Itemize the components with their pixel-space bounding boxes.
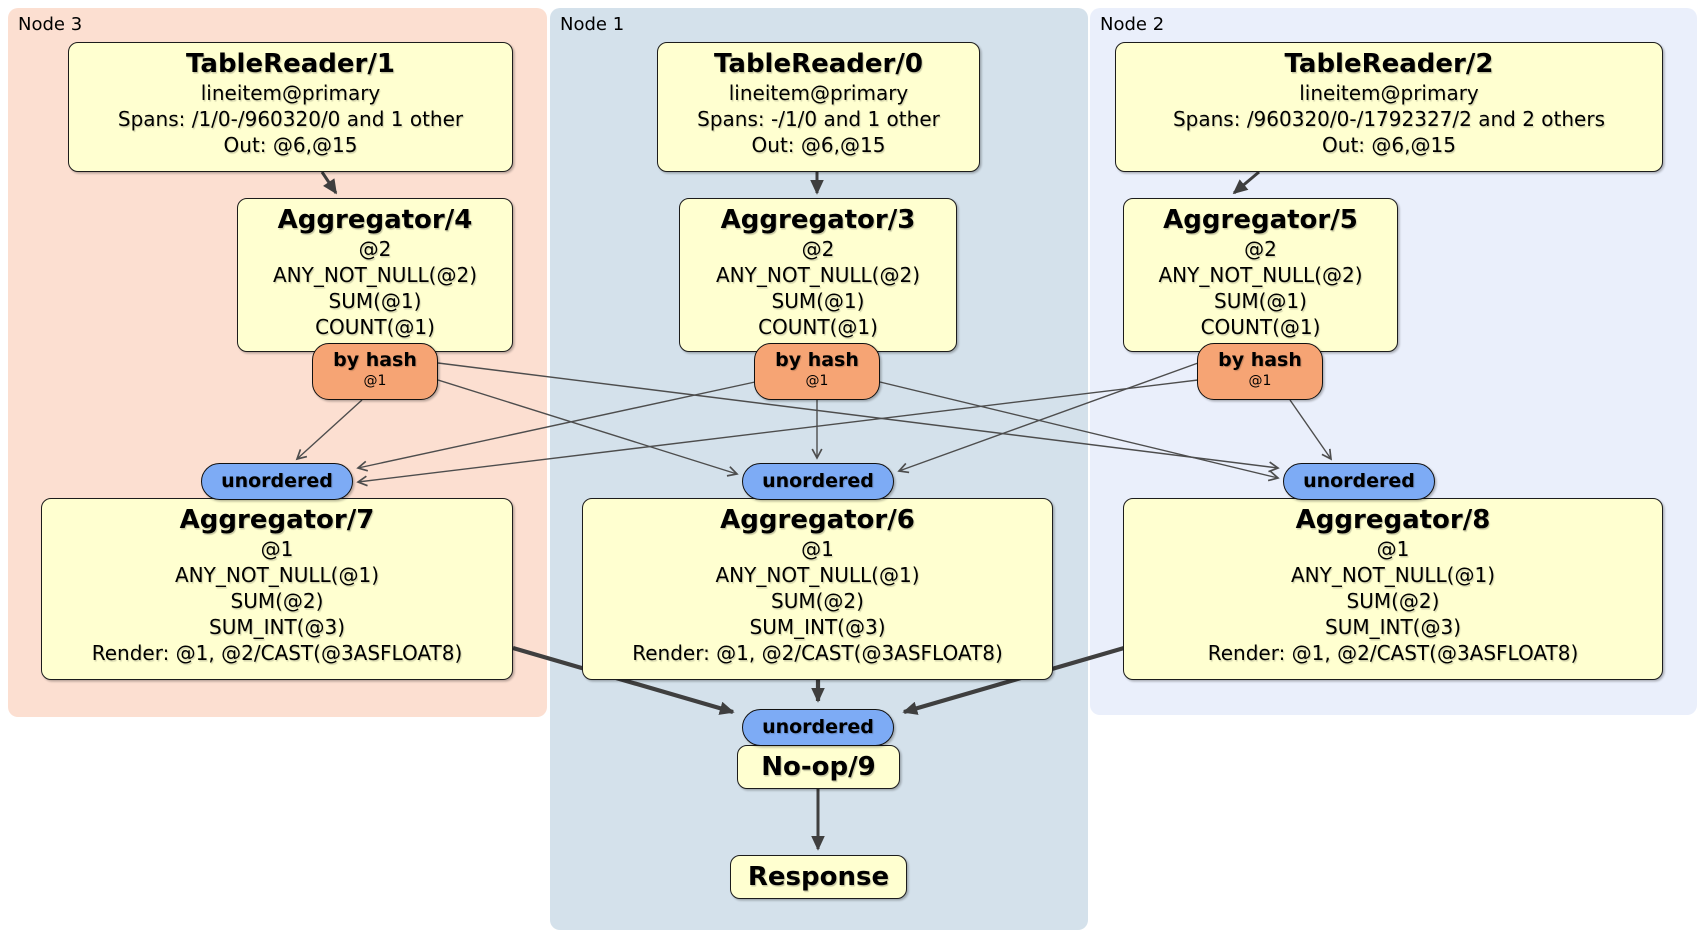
processor-detail: @2 bbox=[801, 237, 835, 261]
router-by-hash-node2: by hash @1 bbox=[1197, 343, 1323, 400]
processor-detail: SUM(@1) bbox=[1214, 289, 1307, 313]
processor-detail: @1 bbox=[801, 537, 834, 561]
processor-tablereader-2: TableReader/2 lineitem@primary Spans: /9… bbox=[1115, 42, 1663, 172]
processor-detail: ANY_NOT_NULL(@2) bbox=[716, 263, 920, 287]
processor-detail: SUM(@1) bbox=[328, 289, 422, 313]
router-label: by hash bbox=[1218, 349, 1302, 371]
processor-detail: lineitem@primary bbox=[1299, 81, 1479, 105]
router-key: @1 bbox=[805, 373, 829, 389]
processor-detail: Spans: -/1/0 and 1 other bbox=[697, 107, 940, 131]
processor-detail: Spans: /1/0-/960320/0 and 1 other bbox=[117, 107, 464, 131]
processor-detail: Render: @1, @2/CAST(@3ASFLOAT8) bbox=[1207, 641, 1579, 665]
sync-unordered-final: unordered bbox=[742, 709, 894, 746]
processor-detail: SUM(@1) bbox=[771, 289, 865, 313]
processor-title: Aggregator/8 bbox=[1295, 505, 1491, 535]
processor-detail: @2 bbox=[358, 237, 392, 261]
processor-aggregator-8: Aggregator/8 @1 ANY_NOT_NULL(@1) SUM(@2)… bbox=[1123, 498, 1663, 680]
processor-aggregator-5: Aggregator/5 @2 ANY_NOT_NULL(@2) SUM(@1)… bbox=[1123, 198, 1398, 352]
processor-detail: @1 bbox=[1376, 537, 1410, 561]
group-label: Node 3 bbox=[18, 14, 83, 35]
processor-aggregator-6: Aggregator/6 @1 ANY_NOT_NULL(@1) SUM(@2)… bbox=[582, 498, 1053, 680]
processor-title: Aggregator/4 bbox=[277, 205, 473, 235]
sync-unordered-node1: unordered bbox=[742, 463, 894, 500]
processor-detail: SUM_INT(@3) bbox=[1325, 615, 1461, 639]
processor-aggregator-7: Aggregator/7 @1 ANY_NOT_NULL(@1) SUM(@2)… bbox=[41, 498, 513, 680]
processor-noop-9: No-op/9 bbox=[737, 745, 900, 789]
router-by-hash-node1: by hash @1 bbox=[754, 343, 880, 400]
processor-aggregator-4: Aggregator/4 @2 ANY_NOT_NULL(@2) SUM(@1)… bbox=[237, 198, 513, 352]
processor-detail: @2 bbox=[1244, 237, 1277, 261]
processor-response: Response bbox=[730, 855, 907, 899]
processor-tablereader-0: TableReader/0 lineitem@primary Spans: -/… bbox=[657, 42, 980, 172]
processor-detail: ANY_NOT_NULL(@1) bbox=[715, 563, 920, 587]
processor-detail: COUNT(@1) bbox=[758, 315, 878, 339]
processor-title: Response bbox=[747, 862, 890, 892]
processor-detail: SUM(@2) bbox=[1346, 589, 1440, 613]
group-label: Node 1 bbox=[560, 14, 625, 35]
processor-tablereader-1: TableReader/1 lineitem@primary Spans: /1… bbox=[68, 42, 513, 172]
processor-detail: ANY_NOT_NULL(@2) bbox=[273, 263, 477, 287]
processor-title: Aggregator/6 bbox=[720, 505, 915, 535]
processor-detail: @1 bbox=[260, 537, 294, 561]
processor-detail: ANY_NOT_NULL(@2) bbox=[1158, 263, 1363, 287]
processor-detail: ANY_NOT_NULL(@1) bbox=[1291, 563, 1495, 587]
processor-aggregator-3: Aggregator/3 @2 ANY_NOT_NULL(@2) SUM(@1)… bbox=[679, 198, 957, 352]
processor-title: Aggregator/3 bbox=[720, 205, 916, 235]
processor-detail: SUM(@2) bbox=[771, 589, 864, 613]
processor-detail: Render: @1, @2/CAST(@3ASFLOAT8) bbox=[91, 641, 463, 665]
processor-detail: Render: @1, @2/CAST(@3ASFLOAT8) bbox=[632, 641, 1003, 665]
processor-detail: SUM(@2) bbox=[230, 589, 324, 613]
processor-title: TableReader/2 bbox=[1284, 49, 1494, 79]
router-label: by hash bbox=[333, 349, 417, 371]
processor-title: No-op/9 bbox=[761, 752, 876, 782]
processor-detail: COUNT(@1) bbox=[1200, 315, 1321, 339]
processor-title: TableReader/1 bbox=[186, 49, 395, 79]
processor-detail: Out: @6,@15 bbox=[1322, 133, 1456, 157]
group-label: Node 2 bbox=[1100, 14, 1165, 35]
sync-unordered-node3: unordered bbox=[201, 463, 353, 500]
processor-detail: lineitem@primary bbox=[200, 81, 381, 105]
processor-detail: ANY_NOT_NULL(@1) bbox=[175, 563, 379, 587]
router-key: @1 bbox=[1248, 373, 1272, 389]
processor-title: Aggregator/5 bbox=[1163, 205, 1358, 235]
processor-detail: Spans: /960320/0-/1792327/2 and 2 others bbox=[1172, 107, 1605, 131]
router-by-hash-node3: by hash @1 bbox=[312, 343, 438, 400]
processor-title: Aggregator/7 bbox=[179, 505, 375, 535]
processor-detail: Out: @6,@15 bbox=[751, 133, 886, 157]
sync-unordered-node2: unordered bbox=[1283, 463, 1435, 500]
processor-detail: SUM_INT(@3) bbox=[209, 615, 345, 639]
processor-title: TableReader/0 bbox=[714, 49, 923, 79]
processor-detail: COUNT(@1) bbox=[315, 315, 435, 339]
processor-detail: lineitem@primary bbox=[728, 81, 909, 105]
router-label: by hash bbox=[775, 349, 859, 371]
router-key: @1 bbox=[363, 373, 387, 389]
processor-detail: Out: @6,@15 bbox=[223, 133, 358, 157]
processor-detail: SUM_INT(@3) bbox=[749, 615, 886, 639]
